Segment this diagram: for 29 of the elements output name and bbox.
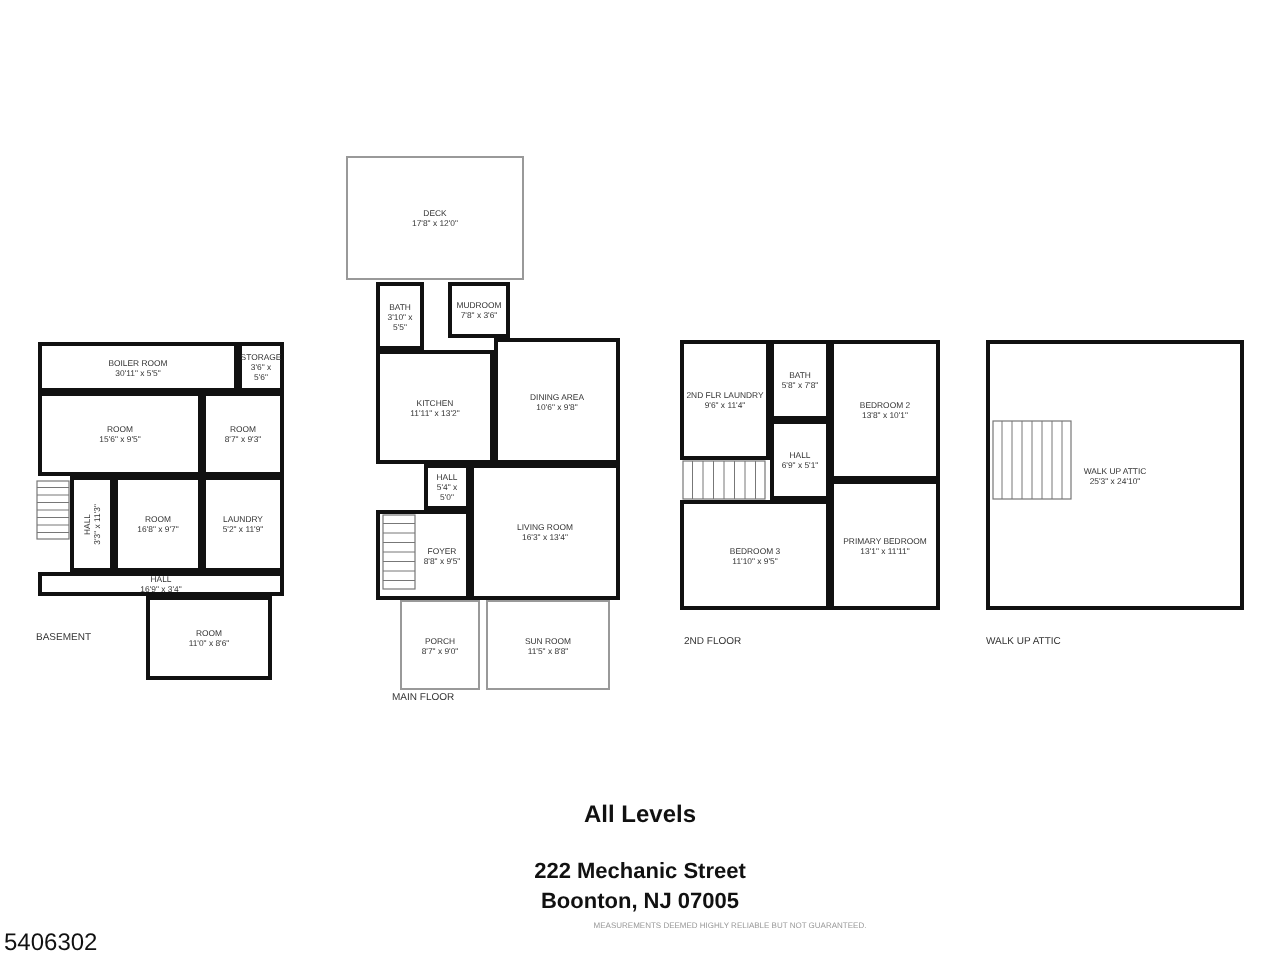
room — [70, 476, 114, 572]
room — [376, 282, 424, 350]
room — [376, 350, 494, 464]
room — [770, 420, 830, 500]
room — [38, 392, 202, 476]
room — [114, 476, 202, 572]
outdoor-area — [346, 156, 524, 280]
room — [680, 500, 830, 610]
room — [830, 480, 940, 610]
room — [494, 338, 620, 464]
outdoor-area — [486, 600, 610, 690]
room — [424, 464, 470, 510]
room — [470, 464, 620, 600]
room — [376, 510, 470, 600]
room — [680, 340, 770, 460]
room — [830, 340, 940, 480]
room — [202, 476, 284, 572]
room — [770, 340, 830, 420]
address-line: Boonton, NJ 07005 — [540, 890, 740, 914]
room — [448, 282, 510, 338]
outdoor-area — [400, 600, 480, 690]
room — [146, 596, 272, 680]
room — [38, 572, 284, 596]
room — [38, 342, 238, 392]
room — [202, 392, 284, 476]
listing-number: 5406302 — [4, 928, 98, 956]
address-line: 222 Mechanic Street — [534, 860, 746, 884]
room — [986, 340, 1244, 610]
title: All Levels — [583, 800, 697, 828]
